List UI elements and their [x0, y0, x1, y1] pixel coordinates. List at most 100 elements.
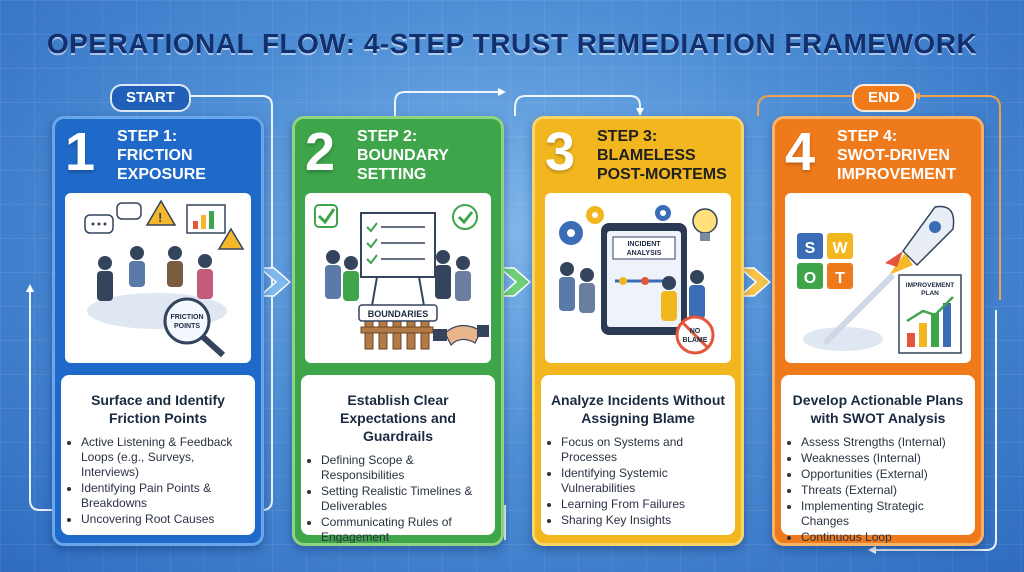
step-label-line: STEP 3: [597, 128, 658, 145]
step-bullets: Assess Strengths (Internal) Weaknesses (… [781, 435, 975, 543]
list-item: Sharing Key Insights [561, 513, 729, 528]
list-item: Communicating Rules of Engagement [321, 515, 489, 543]
gear-icon [559, 221, 583, 245]
step-bullets: Active Listening & Feedback Loops (e.g.,… [61, 435, 255, 527]
lightbulb-icon [692, 208, 718, 241]
boundaries-illustration: BOUNDARIES [305, 193, 491, 363]
step-card-4: 4 STEP 4: SWOT-DRIVEN IMPROVEMENT S W O … [772, 116, 984, 546]
chart-icon [186, 204, 226, 234]
list-item: Uncovering Root Causes [81, 512, 249, 527]
step-label-line: STEP 1: [117, 128, 178, 145]
step-label: STEP 1: FRICTION EXPOSURE [117, 127, 206, 184]
step-number: 4 [785, 122, 816, 182]
checkmark-icon [314, 204, 338, 228]
end-line-right [912, 95, 1001, 300]
illustration-label: INCIDENT [627, 241, 661, 248]
end-line-left [757, 95, 852, 116]
gear-icon [586, 206, 604, 224]
step-label-line: FRICTION [117, 147, 193, 164]
list-item: Learning From Failures [561, 497, 729, 512]
step-number: 3 [545, 122, 576, 182]
list-item: Setting Realistic Timelines & Deliverabl… [321, 484, 489, 514]
swot-letter: S [805, 240, 816, 257]
step-label: STEP 4: SWOT-DRIVEN IMPROVEMENT [837, 127, 956, 184]
arrow-head-3 [26, 284, 34, 292]
step-header: 1 STEP 1: FRICTION EXPOSURE [55, 119, 261, 191]
list-item: Focus on Systems and Processes [561, 435, 729, 465]
step-body: Surface and Identify Friction Points Act… [61, 375, 255, 535]
step-label: STEP 2: BOUNDARY SETTING [357, 127, 449, 184]
step-subtitle: Analyze Incidents Without Assigning Blam… [550, 392, 726, 426]
chevron-right-icon [500, 267, 532, 297]
svg-text:ANALYSIS: ANALYSIS [627, 250, 662, 257]
illustration-label: FRICTION [170, 314, 203, 321]
swot-letter: W [832, 240, 848, 257]
no-blame-icon [675, 315, 715, 355]
arrow-head-end [912, 92, 920, 100]
step-subtitle: Surface and Identify Friction Points [91, 392, 225, 426]
end-badge: END [852, 84, 916, 112]
illustration-label-2: NO [690, 328, 701, 335]
whiteboard-icon [360, 212, 436, 324]
step-body: Analyze Incidents Without Assigning Blam… [541, 375, 735, 535]
svg-text:!: ! [158, 210, 162, 225]
list-item: Active Listening & Feedback Loops (e.g.,… [81, 435, 249, 480]
gear-icon [655, 205, 671, 221]
step-label: STEP 3: BLAMELESS POST-MORTEMS [597, 127, 727, 184]
step-label-line: BLAMELESS [597, 147, 696, 164]
meeting-illustration: ! FRICTION POINTS [65, 193, 251, 363]
illustration-label: BOUNDARIES [368, 309, 429, 319]
step-subtitle: Develop Actionable Plans with SWOT Analy… [792, 392, 964, 426]
svg-text:PLAN: PLAN [921, 290, 939, 297]
list-item: Implementing Strategic Changes [801, 499, 969, 529]
step-header: 4 STEP 4: SWOT-DRIVEN IMPROVEMENT [775, 119, 981, 191]
step-bullets: Focus on Systems and Processes Identifyi… [541, 435, 735, 528]
arrow-head-4 [868, 546, 876, 554]
step-card-3: 3 STEP 3: BLAMELESS POST-MORTEMS INCIDEN… [532, 116, 744, 546]
swot-letter: T [835, 270, 845, 287]
step-label-line: IMPROVEMENT [837, 166, 957, 183]
step-header: 3 STEP 3: BLAMELESS POST-MORTEMS [535, 119, 741, 191]
step-label-line: EXPOSURE [117, 166, 206, 183]
step-card-2: 2 STEP 2: BOUNDARY SETTING [292, 116, 504, 546]
list-item: Threats (External) [801, 483, 969, 498]
rocket-icon [885, 205, 955, 275]
step-number: 1 [65, 122, 96, 182]
step-header: 2 STEP 2: BOUNDARY SETTING [295, 119, 501, 191]
chevron-right-icon [740, 267, 772, 297]
magnifier-icon [163, 297, 211, 345]
warning-icon: ! [145, 199, 177, 226]
connector-bottom-4 [870, 310, 997, 551]
svg-text:POINTS: POINTS [174, 323, 200, 330]
speech-bubble-icon [116, 202, 142, 220]
step-card-1: 1 STEP 1: FRICTION EXPOSURE ! FRICTION P… [52, 116, 264, 546]
swot-grid-icon: S W O T [797, 233, 853, 289]
start-badge: START [110, 84, 191, 112]
arrow-head-2 [636, 108, 644, 116]
step-body: Establish Clear Expectations and Guardra… [301, 375, 495, 543]
list-item: Weaknesses (Internal) [801, 451, 969, 466]
step-body: Develop Actionable Plans with SWOT Analy… [781, 375, 975, 543]
list-item: Opportunities (External) [801, 467, 969, 482]
illustration-label: IMPROVEMENT [906, 282, 954, 289]
incident-analysis-illustration: INCIDENT ANALYSIS NO BLAME [545, 193, 731, 363]
step-label-line: STEP 4: [837, 128, 898, 145]
checkmark-icon [452, 204, 478, 230]
svg-text:BLAME: BLAME [683, 337, 708, 344]
list-item: Continuous Loop [801, 530, 969, 543]
arrow-head-1 [498, 88, 506, 96]
chevron-right-icon [260, 267, 292, 297]
list-item: Assess Strengths (Internal) [801, 435, 969, 450]
list-item: Identifying Pain Points & Breakdowns [81, 481, 249, 511]
step-label-line: SWOT-DRIVEN [837, 147, 950, 164]
step-label-line: POST-MORTEMS [597, 166, 727, 183]
page-title: OPERATIONAL FLOW: 4-STEP TRUST REMEDIATI… [46, 28, 978, 59]
connector-top-1 [394, 91, 498, 116]
swot-illustration: S W O T IMPROVEMENT PLAN [785, 193, 971, 363]
step-bullets: Defining Scope & Responsibilities Settin… [301, 453, 495, 543]
connector-top-2 [514, 95, 641, 116]
list-item: Identifying Systemic Vulnerabilities [561, 466, 729, 496]
loop-line-left [29, 95, 273, 511]
list-item: Defining Scope & Responsibilities [321, 453, 489, 483]
